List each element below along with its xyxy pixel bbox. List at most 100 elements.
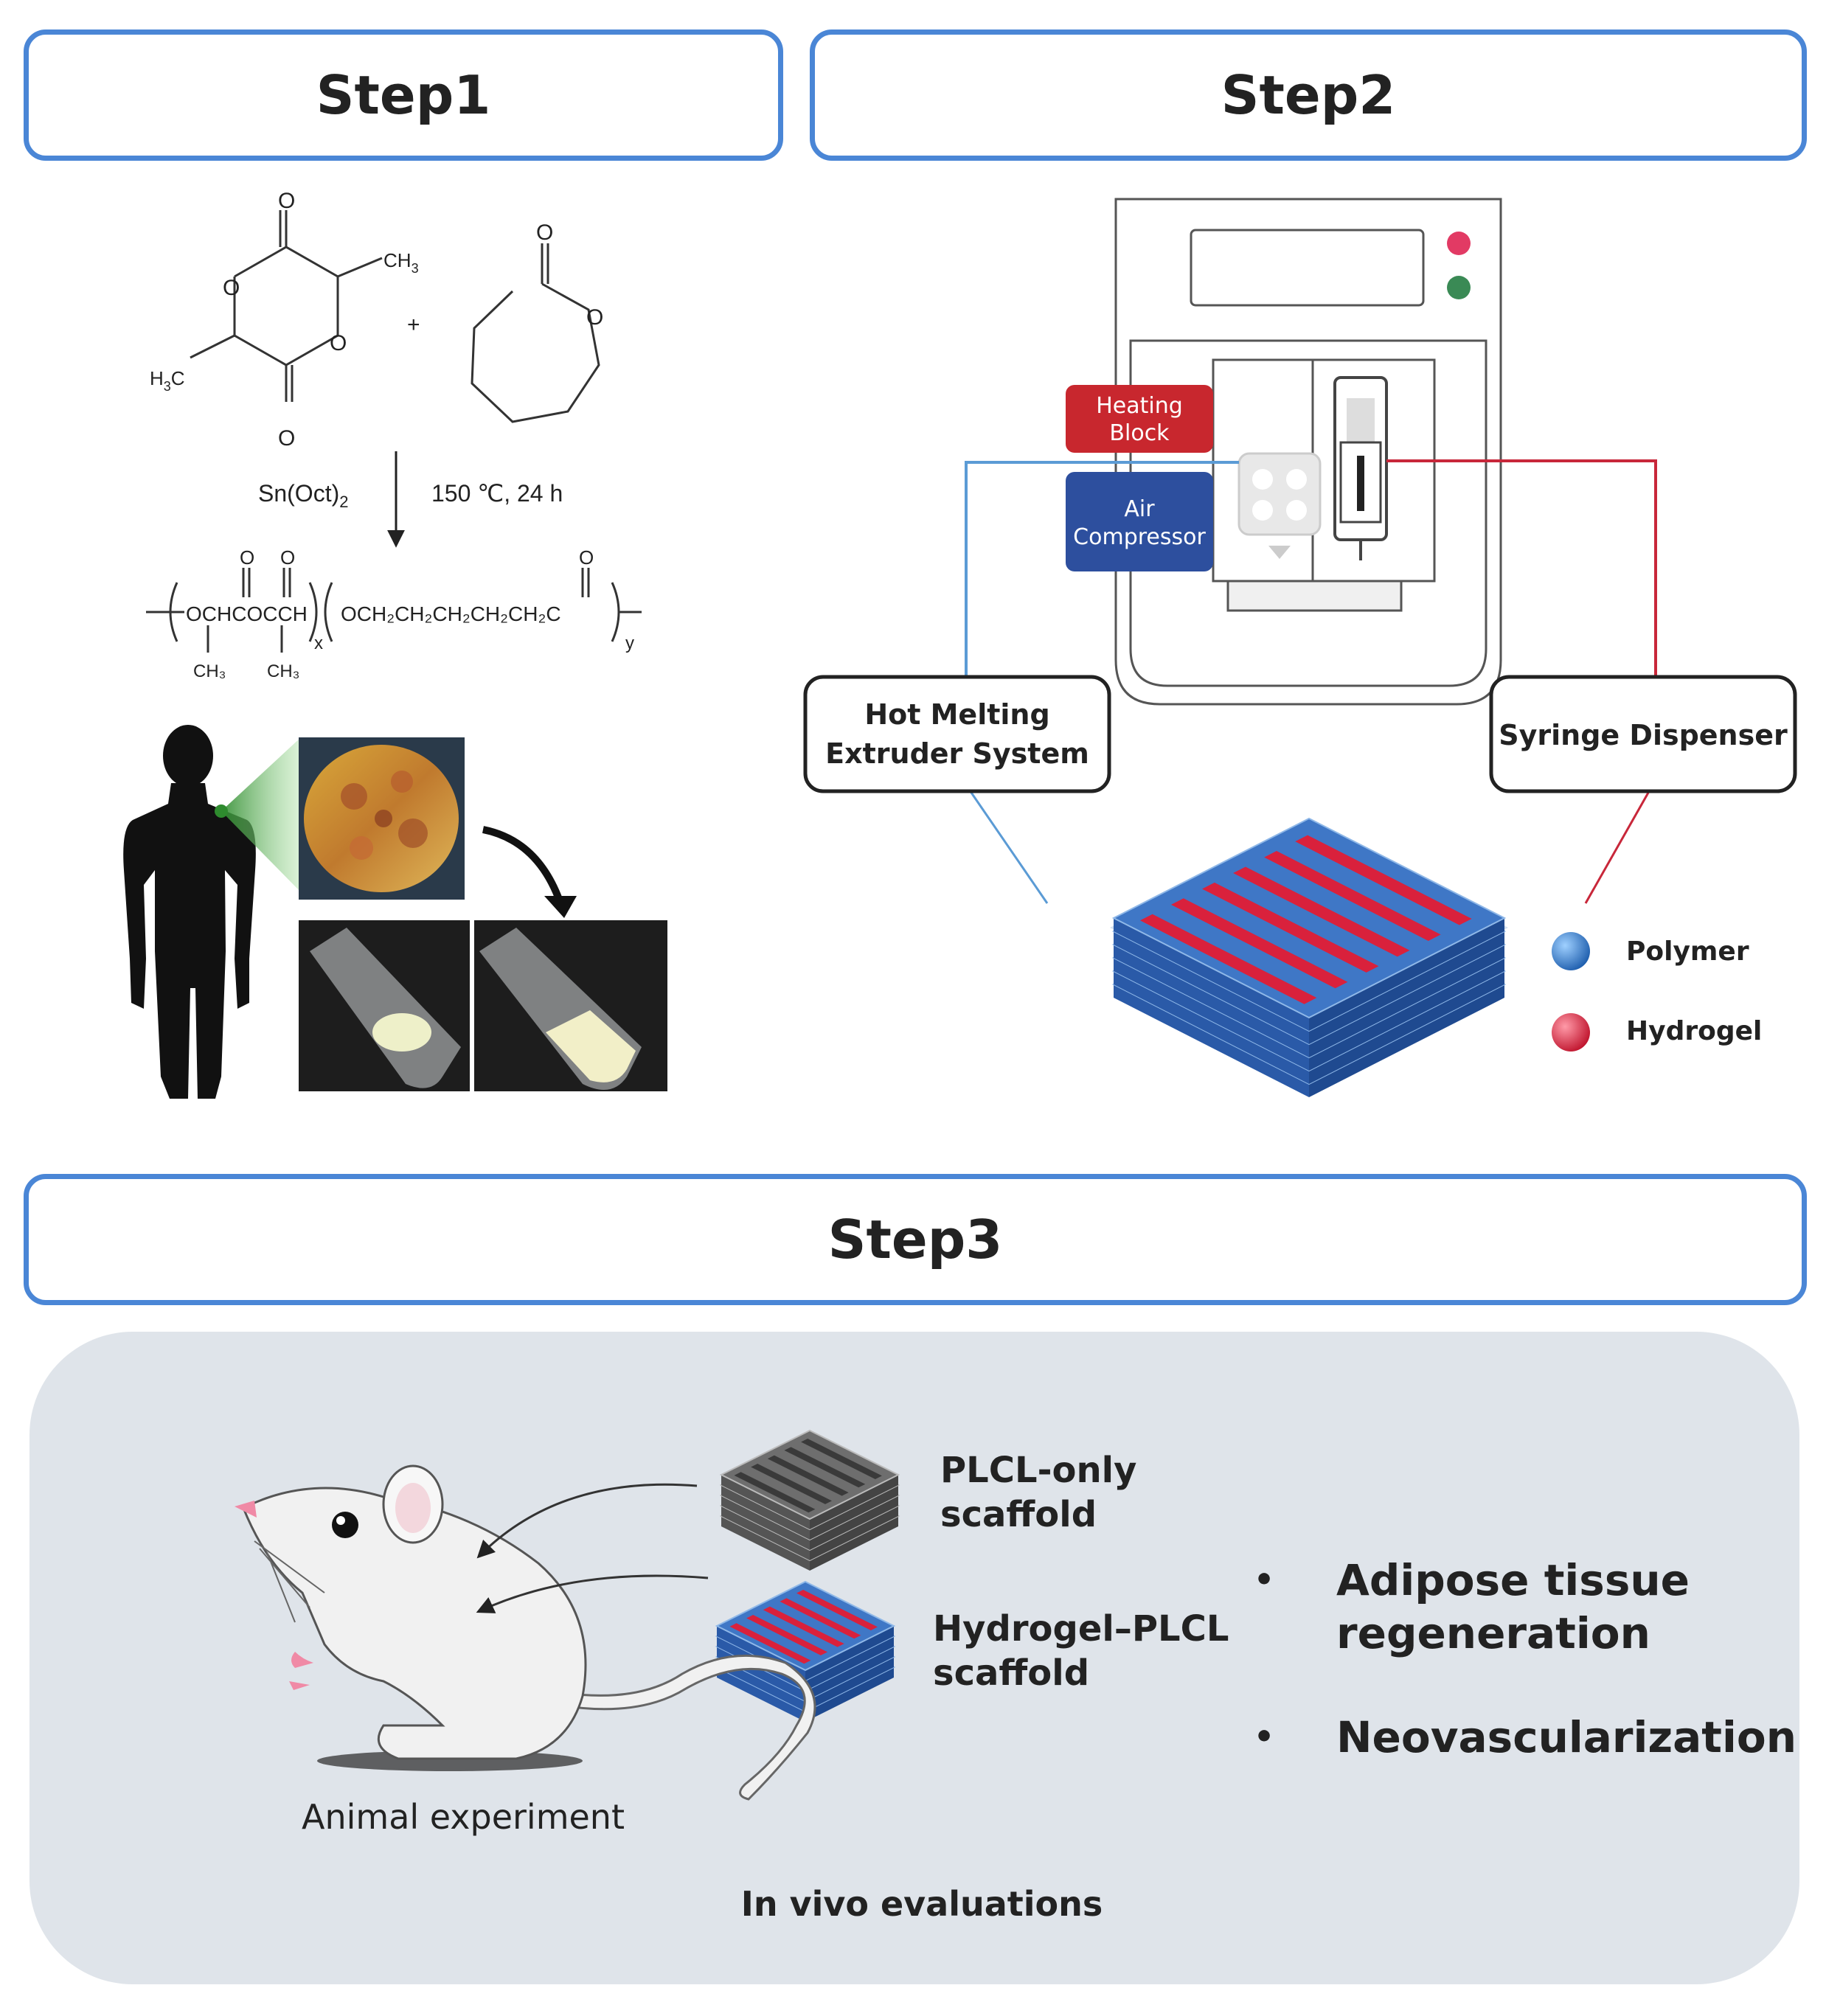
bioprinter-machine (1114, 198, 1502, 706)
scaffold-layer-side-right (1309, 971, 1504, 1084)
polymer-legend-label: Polymer (1626, 936, 1749, 967)
step1-title: Step1 (316, 64, 491, 126)
lactide-o-top: O (278, 189, 295, 213)
caprolactone-o-ring: O (586, 305, 603, 330)
caprolactone-o-top: O (536, 220, 553, 245)
outcome-bullet-2: • (1254, 1718, 1274, 1756)
scaffold-stripe (1264, 851, 1441, 941)
hydrogel-legend-label: Hydrogel (1626, 1016, 1762, 1046)
syringe-dispenser-label: Syringe Dispenser (1499, 719, 1788, 751)
heating-block-tag (1066, 385, 1213, 453)
adipose-tissue-photo (299, 737, 465, 900)
dispenser-pointer-line (1584, 792, 1650, 904)
scaffold-layer-side-right (810, 1485, 898, 1540)
scaffold-layer-side-right (810, 1475, 898, 1529)
scaffold-stripe (734, 1472, 816, 1513)
scaffold-layer-side-left (1114, 958, 1309, 1071)
scaffold-layer-side-left (721, 1506, 810, 1560)
scaffold-layer-side-right (805, 1647, 894, 1701)
scaffold-layer-side-left (721, 1495, 810, 1550)
mouse-illustration (235, 1464, 816, 1801)
step2-header: Step2 (810, 29, 1807, 161)
curved-arrow-icon (482, 826, 564, 905)
hot-melting-line2: Extruder System (825, 737, 1089, 770)
heating-block-line1: Heating (1096, 393, 1183, 419)
plcl-only-line1: PLCL-only (940, 1450, 1136, 1491)
scaffold-layer-side-left (721, 1516, 810, 1571)
plcl-implant-arrow (476, 1483, 698, 1559)
polymer-ch3-1: CH₃ (193, 661, 226, 681)
scaffold-stripe (1170, 898, 1348, 989)
animal-experiment-label: Animal experiment (302, 1797, 625, 1837)
scaffold-layer-side-right (1309, 984, 1504, 1097)
lactide-o-ring-right: O (330, 331, 347, 355)
hot-melting-line1: Hot Melting (864, 698, 1049, 731)
scaffold-layer-side-left (1114, 918, 1309, 1031)
scaffold-stripe (796, 1590, 878, 1630)
scaffold-layer-side-right (805, 1636, 894, 1691)
scaffold-stripe (751, 1463, 833, 1504)
scaffold-stripe (784, 1447, 866, 1488)
hydrogel-tube-photo (474, 920, 667, 1091)
magnify-cone (221, 737, 301, 892)
dispenser-connector-line (1386, 459, 1657, 682)
scaffold-layer-side-left (1114, 931, 1309, 1044)
scaffold-stripe (780, 1598, 861, 1639)
scaffold-stripe (729, 1623, 811, 1664)
hydrogel-plcl-scaffold-large (1110, 817, 1508, 1097)
digested-tissue-tube-photo (299, 920, 470, 1091)
heating-block-line2: Block (1109, 420, 1170, 446)
lactide-molecule (190, 210, 383, 402)
outcome-adipose-line1: Adipose tissue (1336, 1555, 1690, 1605)
subscript-y: y (625, 633, 634, 653)
scaffold-stripe (801, 1439, 882, 1479)
air-compressor-line1: Air (1124, 496, 1155, 522)
syringe-dispenser-box (1489, 675, 1797, 793)
step2-title: Step2 (1221, 64, 1396, 126)
hot-melting-extruder-box (803, 675, 1111, 793)
air-compressor-line2: Compressor (1073, 524, 1206, 550)
step1-header: Step1 (24, 29, 783, 161)
polymer-o-1: O (240, 546, 254, 569)
air-compressor-tag (1066, 472, 1213, 571)
polymer-o-2: O (280, 546, 295, 569)
extruder-head-icon (1237, 452, 1322, 559)
scaffold-layer-side-left (717, 1667, 805, 1722)
lactide-h3c-label: H3C (150, 367, 185, 394)
step3-header: Step3 (24, 1174, 1807, 1305)
extruder-connector-line (965, 461, 1239, 682)
scaffold-layer-side-left (721, 1475, 810, 1529)
scaffold-stripe (746, 1614, 828, 1655)
scaffold-stripe (1233, 866, 1410, 957)
scaffold-layer-top (1111, 817, 1507, 1019)
scaffold-layer-side-right (805, 1667, 894, 1722)
hydrogel-legend-ball (1552, 1013, 1590, 1052)
step3-title: Step3 (827, 1209, 1003, 1271)
in-vivo-label: In vivo evaluations (741, 1884, 1103, 1924)
magnify-point (215, 804, 228, 818)
curved-arrowhead (544, 896, 577, 918)
hydrogel-plcl-line1: Hydrogel–PLCL (933, 1608, 1229, 1650)
scaffold-layer-side-right (805, 1626, 894, 1680)
conditions-label: 150 ℃, 24 h (431, 480, 563, 507)
scaffold-stripe (1139, 914, 1317, 1004)
extruder-pointer-line (968, 790, 1049, 904)
polymer-lactide-unit: OCHCOCCH (186, 602, 308, 625)
plus-sign: + (407, 313, 420, 337)
scaffold-layer-side-right (1309, 931, 1504, 1044)
outcome-bullet-1: • (1254, 1561, 1274, 1599)
caprolactone-molecule (471, 243, 600, 423)
scaffold-layer-side-right (1309, 945, 1504, 1057)
polymer-ch3-2: CH₃ (267, 661, 299, 681)
polymer-legend-ball (1552, 932, 1590, 970)
plcl-only-line2: scaffold (940, 1494, 1097, 1535)
scaffold-stripe (1295, 835, 1472, 925)
lactide-o-bottom: O (278, 426, 295, 451)
scaffold-layer-side-right (810, 1516, 898, 1571)
outcome-neovascularization: Neovascularization (1336, 1712, 1797, 1762)
scaffold-stripe (767, 1455, 849, 1496)
hydrogel-plcl-line2: scaffold (933, 1652, 1089, 1694)
outcome-adipose-line2: regeneration (1336, 1608, 1650, 1658)
scaffold-layer-side-right (805, 1657, 894, 1711)
